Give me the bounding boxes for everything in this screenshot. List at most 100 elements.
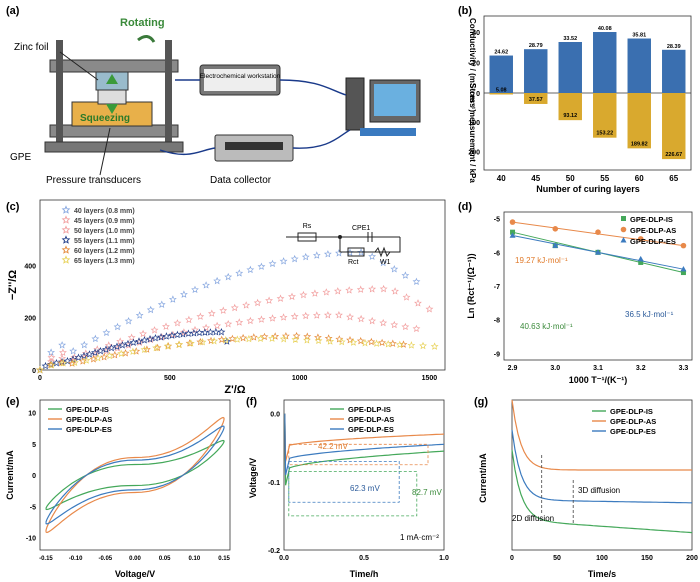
legend-star-icon <box>61 215 71 224</box>
legend-triangle-icon <box>620 237 627 243</box>
nyquist-point <box>143 345 151 353</box>
nyquist-point <box>323 311 332 319</box>
data-point <box>595 249 601 255</box>
bar-conductivity <box>489 55 513 93</box>
data-point <box>638 259 644 265</box>
nyquist-point <box>239 333 248 342</box>
panel-a-letter: (a) <box>6 5 20 17</box>
panel-c-legend-label: 40 layers (0.8 mm) <box>74 208 135 215</box>
nyquist-point <box>180 290 188 298</box>
nyquist-point <box>379 318 388 327</box>
panel-g-xtick: 200 <box>686 555 698 562</box>
nyquist-point <box>419 341 427 350</box>
panel-e-xtick: -0.10 <box>69 556 83 562</box>
bar-conductivity-label: 28.39 <box>667 44 681 50</box>
panel-f-xtick: 1.0 <box>439 555 449 562</box>
nyquist-point <box>384 340 393 348</box>
nyquist-point <box>157 333 165 341</box>
circuit-warburg-element <box>374 246 391 258</box>
panel-c-xtick: 1500 <box>422 375 438 382</box>
panel-c-legend-label: 45 layers (0.9 mm) <box>74 218 135 225</box>
legend-circle-icon <box>620 226 627 233</box>
nyquist-point <box>191 285 199 294</box>
nyquist-point <box>367 337 376 346</box>
monitor-screen <box>374 84 416 116</box>
nyquist-point <box>265 296 273 304</box>
panel-d-ylabel: Ln (Rct⁻¹/(Ω⁻¹)) <box>466 253 476 318</box>
nyquist-point <box>96 347 105 355</box>
nyquist-point <box>102 328 111 337</box>
panel-f-xtick: 0.5 <box>359 555 369 562</box>
circuit-rs-resistor <box>297 232 317 242</box>
workstation-label: Electrochemical workstation <box>200 73 281 80</box>
panel-f-legend-label: GPE-DLP-AS <box>348 415 394 424</box>
nyquist-point <box>356 285 365 293</box>
panel-d-xlabel: 1000 T⁻¹/(K⁻¹) <box>569 375 628 385</box>
nyquist-point <box>233 335 242 343</box>
data-point <box>680 242 687 249</box>
data-point <box>552 242 559 248</box>
nyquist-point <box>379 258 388 267</box>
legend-star-icon <box>61 255 71 264</box>
panel-d-annotation-is: 40.63 kJ·mol⁻¹ <box>520 322 573 331</box>
data-point <box>680 265 687 272</box>
nyquist-point <box>310 289 319 297</box>
panel-b-ytick-bottom: 100 <box>468 120 480 127</box>
panel-g-legend-label: GPE-DLP-ES <box>610 427 656 436</box>
panel-g-annotation-3d: 3D diffusion <box>578 486 620 495</box>
bar-stress <box>558 93 582 121</box>
press-column-right <box>165 40 172 152</box>
nyquist-point <box>372 339 381 347</box>
panel-g-xtick: 0 <box>510 555 514 562</box>
bar-conductivity-label: 35.81 <box>632 33 646 39</box>
rotating-label: Rotating <box>120 17 165 29</box>
panel-f-xlabel: Time/h <box>350 569 379 579</box>
circuit-rct-resistor <box>347 247 365 257</box>
panel-e-ytick: -5 <box>30 504 36 511</box>
nyquist-point <box>314 336 323 345</box>
nyquist-point <box>242 301 251 309</box>
panel-c-legend: 40 layers (0.8 mm)45 layers (0.9 mm)50 l… <box>61 205 135 265</box>
press-base <box>44 141 184 153</box>
bar-conductivity <box>558 41 582 93</box>
nyquist-point <box>91 334 100 343</box>
panel-c-xtick: 500 <box>164 375 176 382</box>
nyquist-point <box>139 329 147 338</box>
panel-c-xtick: 0 <box>38 375 42 382</box>
panel-c-ytick: 200 <box>24 316 36 323</box>
panel-f-bracket-blue <box>288 460 400 503</box>
cable-collector-computer <box>292 129 351 149</box>
legend-star-icon <box>61 245 71 254</box>
nyquist-point <box>224 272 233 281</box>
panel-g-legend-label: GPE-DLP-IS <box>610 407 653 416</box>
nyquist-point <box>74 353 83 361</box>
nyquist-point <box>93 345 102 353</box>
panel-e-xlabel: Voltage/V <box>115 569 155 579</box>
nyquist-point <box>407 341 416 349</box>
panel-f-annotation-current: 1 mA·cm⁻² <box>400 533 439 542</box>
nyquist-point <box>186 339 195 347</box>
down-arrow-icon <box>106 104 118 114</box>
computer-tower <box>345 77 365 131</box>
panel-f-xtick: 0.0 <box>279 555 289 562</box>
nyquist-point <box>391 287 399 295</box>
nyquist-point <box>140 345 149 354</box>
panel-b-plot: 24.625.084028.7937.574533.5293.125040.08… <box>468 26 691 183</box>
nyquist-point <box>368 316 377 325</box>
panel-e-xtick: 0.05 <box>159 556 171 562</box>
panel-d-letter: (d) <box>458 201 472 213</box>
bar-conductivity-label: 28.79 <box>529 43 543 49</box>
nyquist-point <box>401 322 410 331</box>
nyquist-point <box>117 349 126 358</box>
bar-stress <box>662 93 686 160</box>
bar-conductivity <box>593 32 617 93</box>
nyquist-point <box>202 323 210 332</box>
panel-e-xtick: 0.15 <box>218 556 230 562</box>
data-point <box>509 219 516 225</box>
nyquist-point <box>357 248 365 256</box>
nyquist-point <box>268 334 277 342</box>
panel-b-xtick: 50 <box>566 174 575 183</box>
